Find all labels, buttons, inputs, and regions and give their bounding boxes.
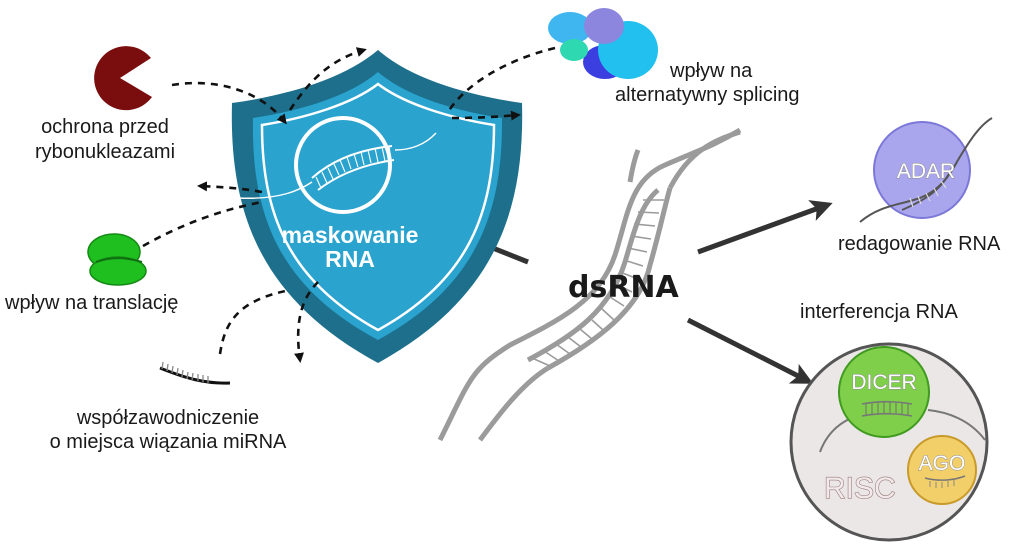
ribonuclease-icon [94, 46, 152, 111]
shield-rna-duplex [311, 145, 395, 191]
dashed-arrow-translation [142, 200, 263, 248]
shield-icon [231, 50, 523, 363]
ago-enzyme-icon [907, 435, 977, 505]
splicing-label-line2: alternatywny splicing [615, 84, 800, 106]
dsrna-label: dsRNA [568, 270, 680, 305]
dashed-arrow-splicing [446, 46, 556, 113]
competition-label-line1: współzawodniczenie [76, 407, 259, 429]
competition-label-line2: o miejsca wiązania miRNA [50, 431, 287, 453]
dashed-arrow-splicing-out [451, 110, 521, 121]
adar-label: ADAR [897, 160, 955, 183]
shield-label-line2: RNA [325, 246, 375, 272]
dashed-arrow-mirna [218, 288, 291, 355]
dicer-label: DICER [851, 371, 916, 394]
rna-editing-label: redagowanie RNA [838, 233, 1001, 255]
arrow-to-risc [686, 317, 814, 384]
dicer-enzyme-icon [838, 346, 930, 438]
translation-label: wpływ na translację [4, 292, 178, 314]
mirna-icon [159, 361, 231, 385]
ago-label: AGO [919, 452, 966, 475]
spliceosome-icon [548, 8, 658, 79]
adar-enzyme-icon [859, 117, 993, 223]
arrow-to-adar [697, 200, 833, 255]
rnai-title: interferencja RNA [800, 301, 959, 323]
risc-label: RISC [824, 472, 896, 505]
dashed-arrow-translation-out [197, 181, 263, 194]
shield-label-line1: maskowanie [282, 222, 419, 248]
protection-label-line2: rybonukleazami [35, 141, 175, 163]
splicing-label-line1: wpływ na [669, 60, 753, 82]
dashed-arrow-rnase [171, 81, 287, 125]
protection-label-line1: ochrona przed [41, 116, 169, 138]
dsrna-molecule [437, 127, 742, 442]
ribosome-icon [87, 233, 147, 286]
